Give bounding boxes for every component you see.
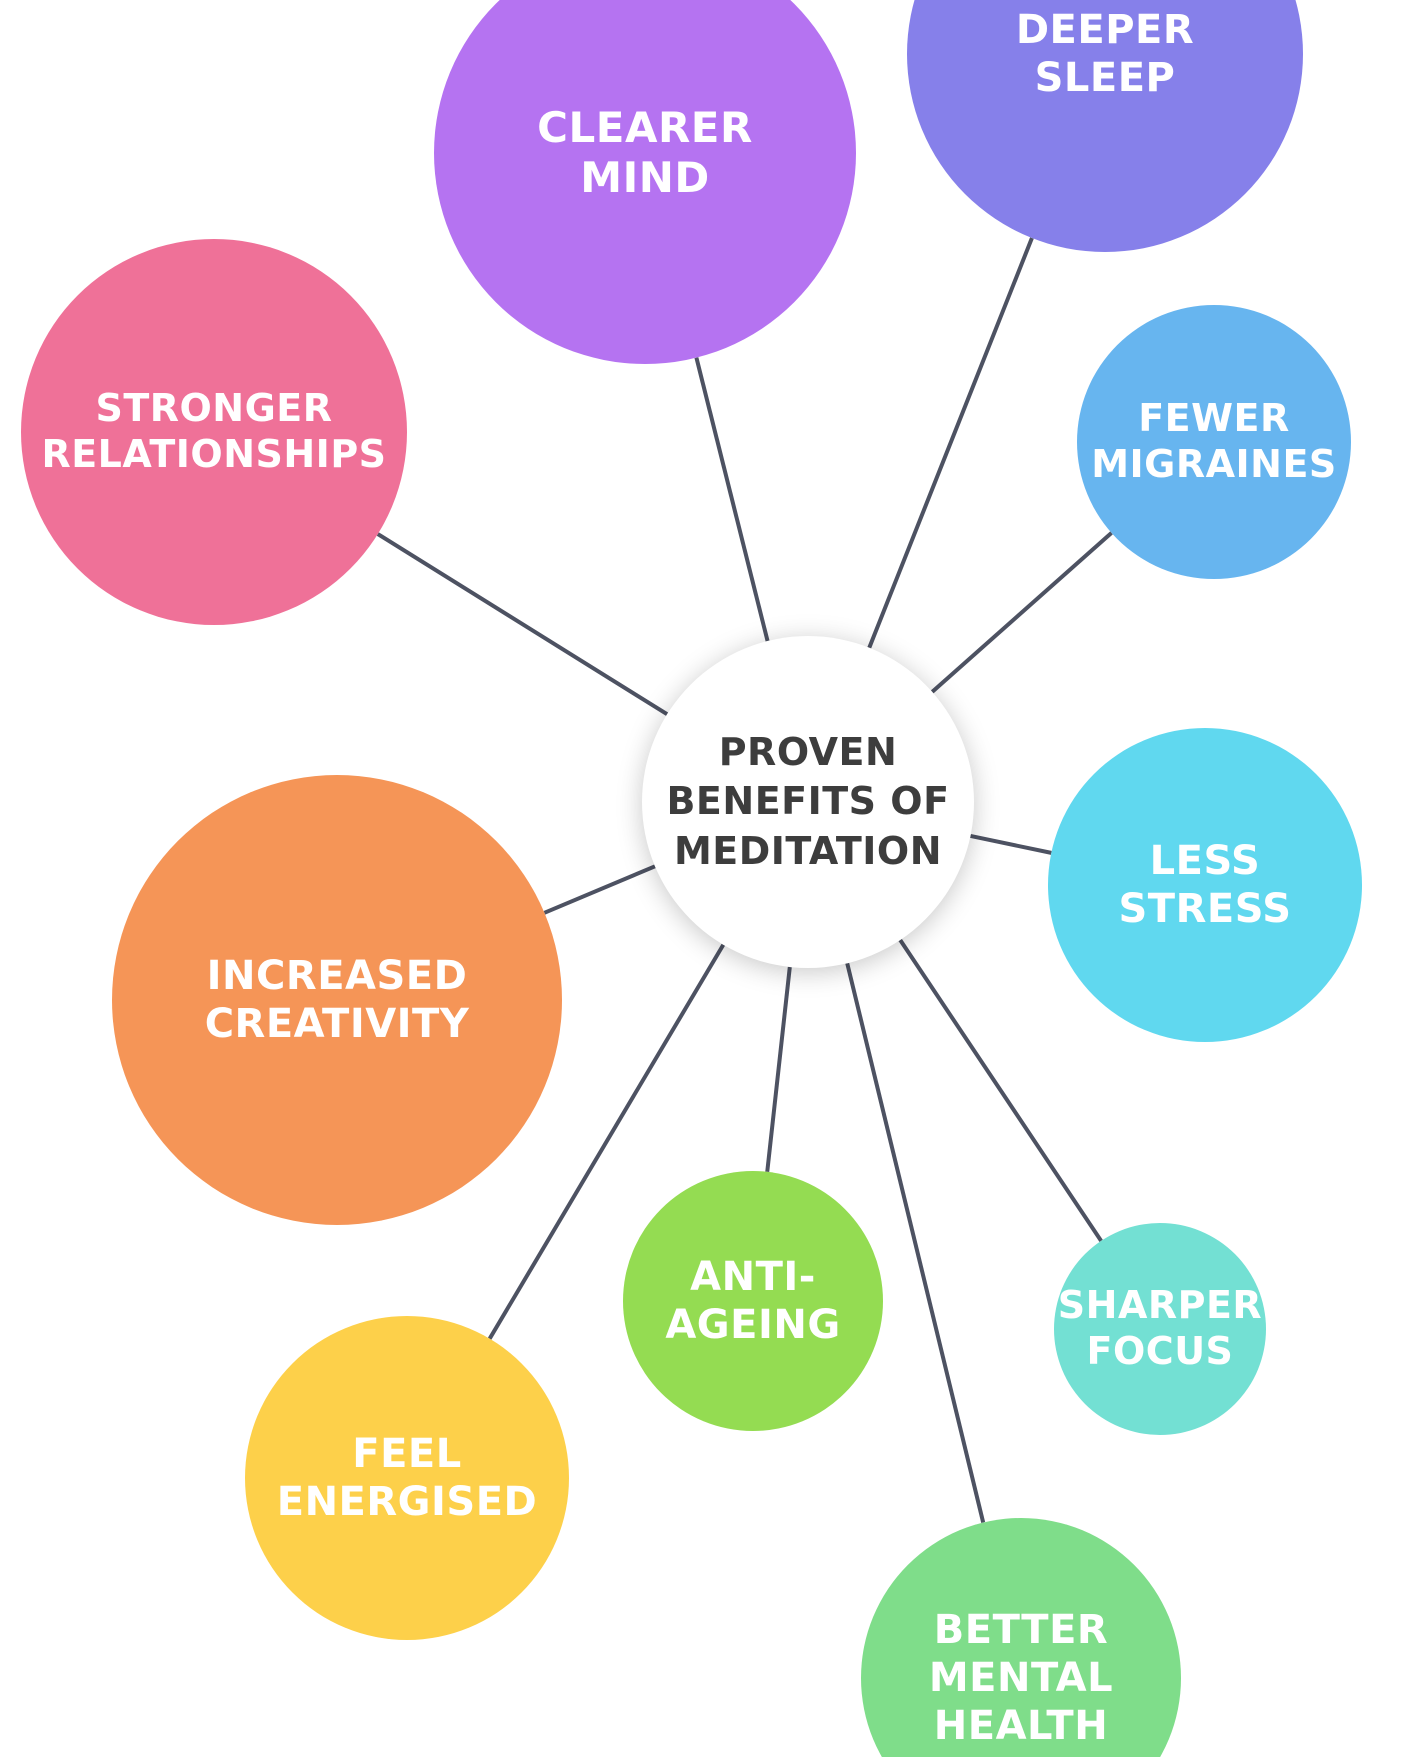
- connector-stronger-relationships: [376, 532, 669, 716]
- node-label: STRONGER RELATIONSHIPS: [41, 386, 387, 476]
- connector-increased-creativity: [543, 864, 656, 915]
- node-label: CLEARER MIND: [537, 102, 753, 202]
- connector-better-mental-health: [845, 962, 986, 1524]
- connector-less-stress: [970, 834, 1052, 855]
- node-label: SHARPER FOCUS: [1057, 1283, 1263, 1373]
- node-label: INCREASED CREATIVITY: [204, 953, 470, 1047]
- node-label: FEWER MIGRAINES: [1091, 396, 1337, 486]
- node-fewer-migraines: FEWER MIGRAINES: [1077, 305, 1351, 579]
- node-feel-energised: FEEL ENERGISED: [245, 1316, 569, 1640]
- connector-deeper-sleep: [867, 237, 1034, 649]
- node-clearer-mind: CLEARER MIND: [434, 0, 856, 364]
- node-label: BETTER MENTAL HEALTH: [928, 1607, 1114, 1749]
- node-anti-ageing: ANTI- AGEING: [623, 1171, 883, 1431]
- center-hub: PROVEN BENEFITS OF MEDITATION: [642, 636, 974, 968]
- node-better-mental-health: BETTER MENTAL HEALTH: [861, 1518, 1181, 1757]
- connector-fewer-migraines: [930, 531, 1113, 694]
- node-increased-creativity: INCREASED CREATIVITY: [112, 775, 562, 1225]
- node-label: ANTI- AGEING: [665, 1254, 841, 1348]
- connector-clearer-mind: [694, 357, 770, 642]
- node-label: LESS STRESS: [1118, 838, 1292, 932]
- node-sharper-focus: SHARPER FOCUS: [1054, 1223, 1266, 1435]
- node-stronger-relationships: STRONGER RELATIONSHIPS: [21, 239, 407, 625]
- node-less-stress: LESS STRESS: [1048, 728, 1362, 1042]
- connector-feel-energised: [487, 943, 726, 1340]
- center-title: PROVEN BENEFITS OF MEDITATION: [666, 729, 950, 873]
- connector-anti-ageing: [765, 966, 792, 1173]
- node-label: FEEL ENERGISED: [276, 1431, 538, 1525]
- node-label: DEEPER SLEEP: [1015, 7, 1195, 101]
- connector-sharper-focus: [898, 938, 1103, 1242]
